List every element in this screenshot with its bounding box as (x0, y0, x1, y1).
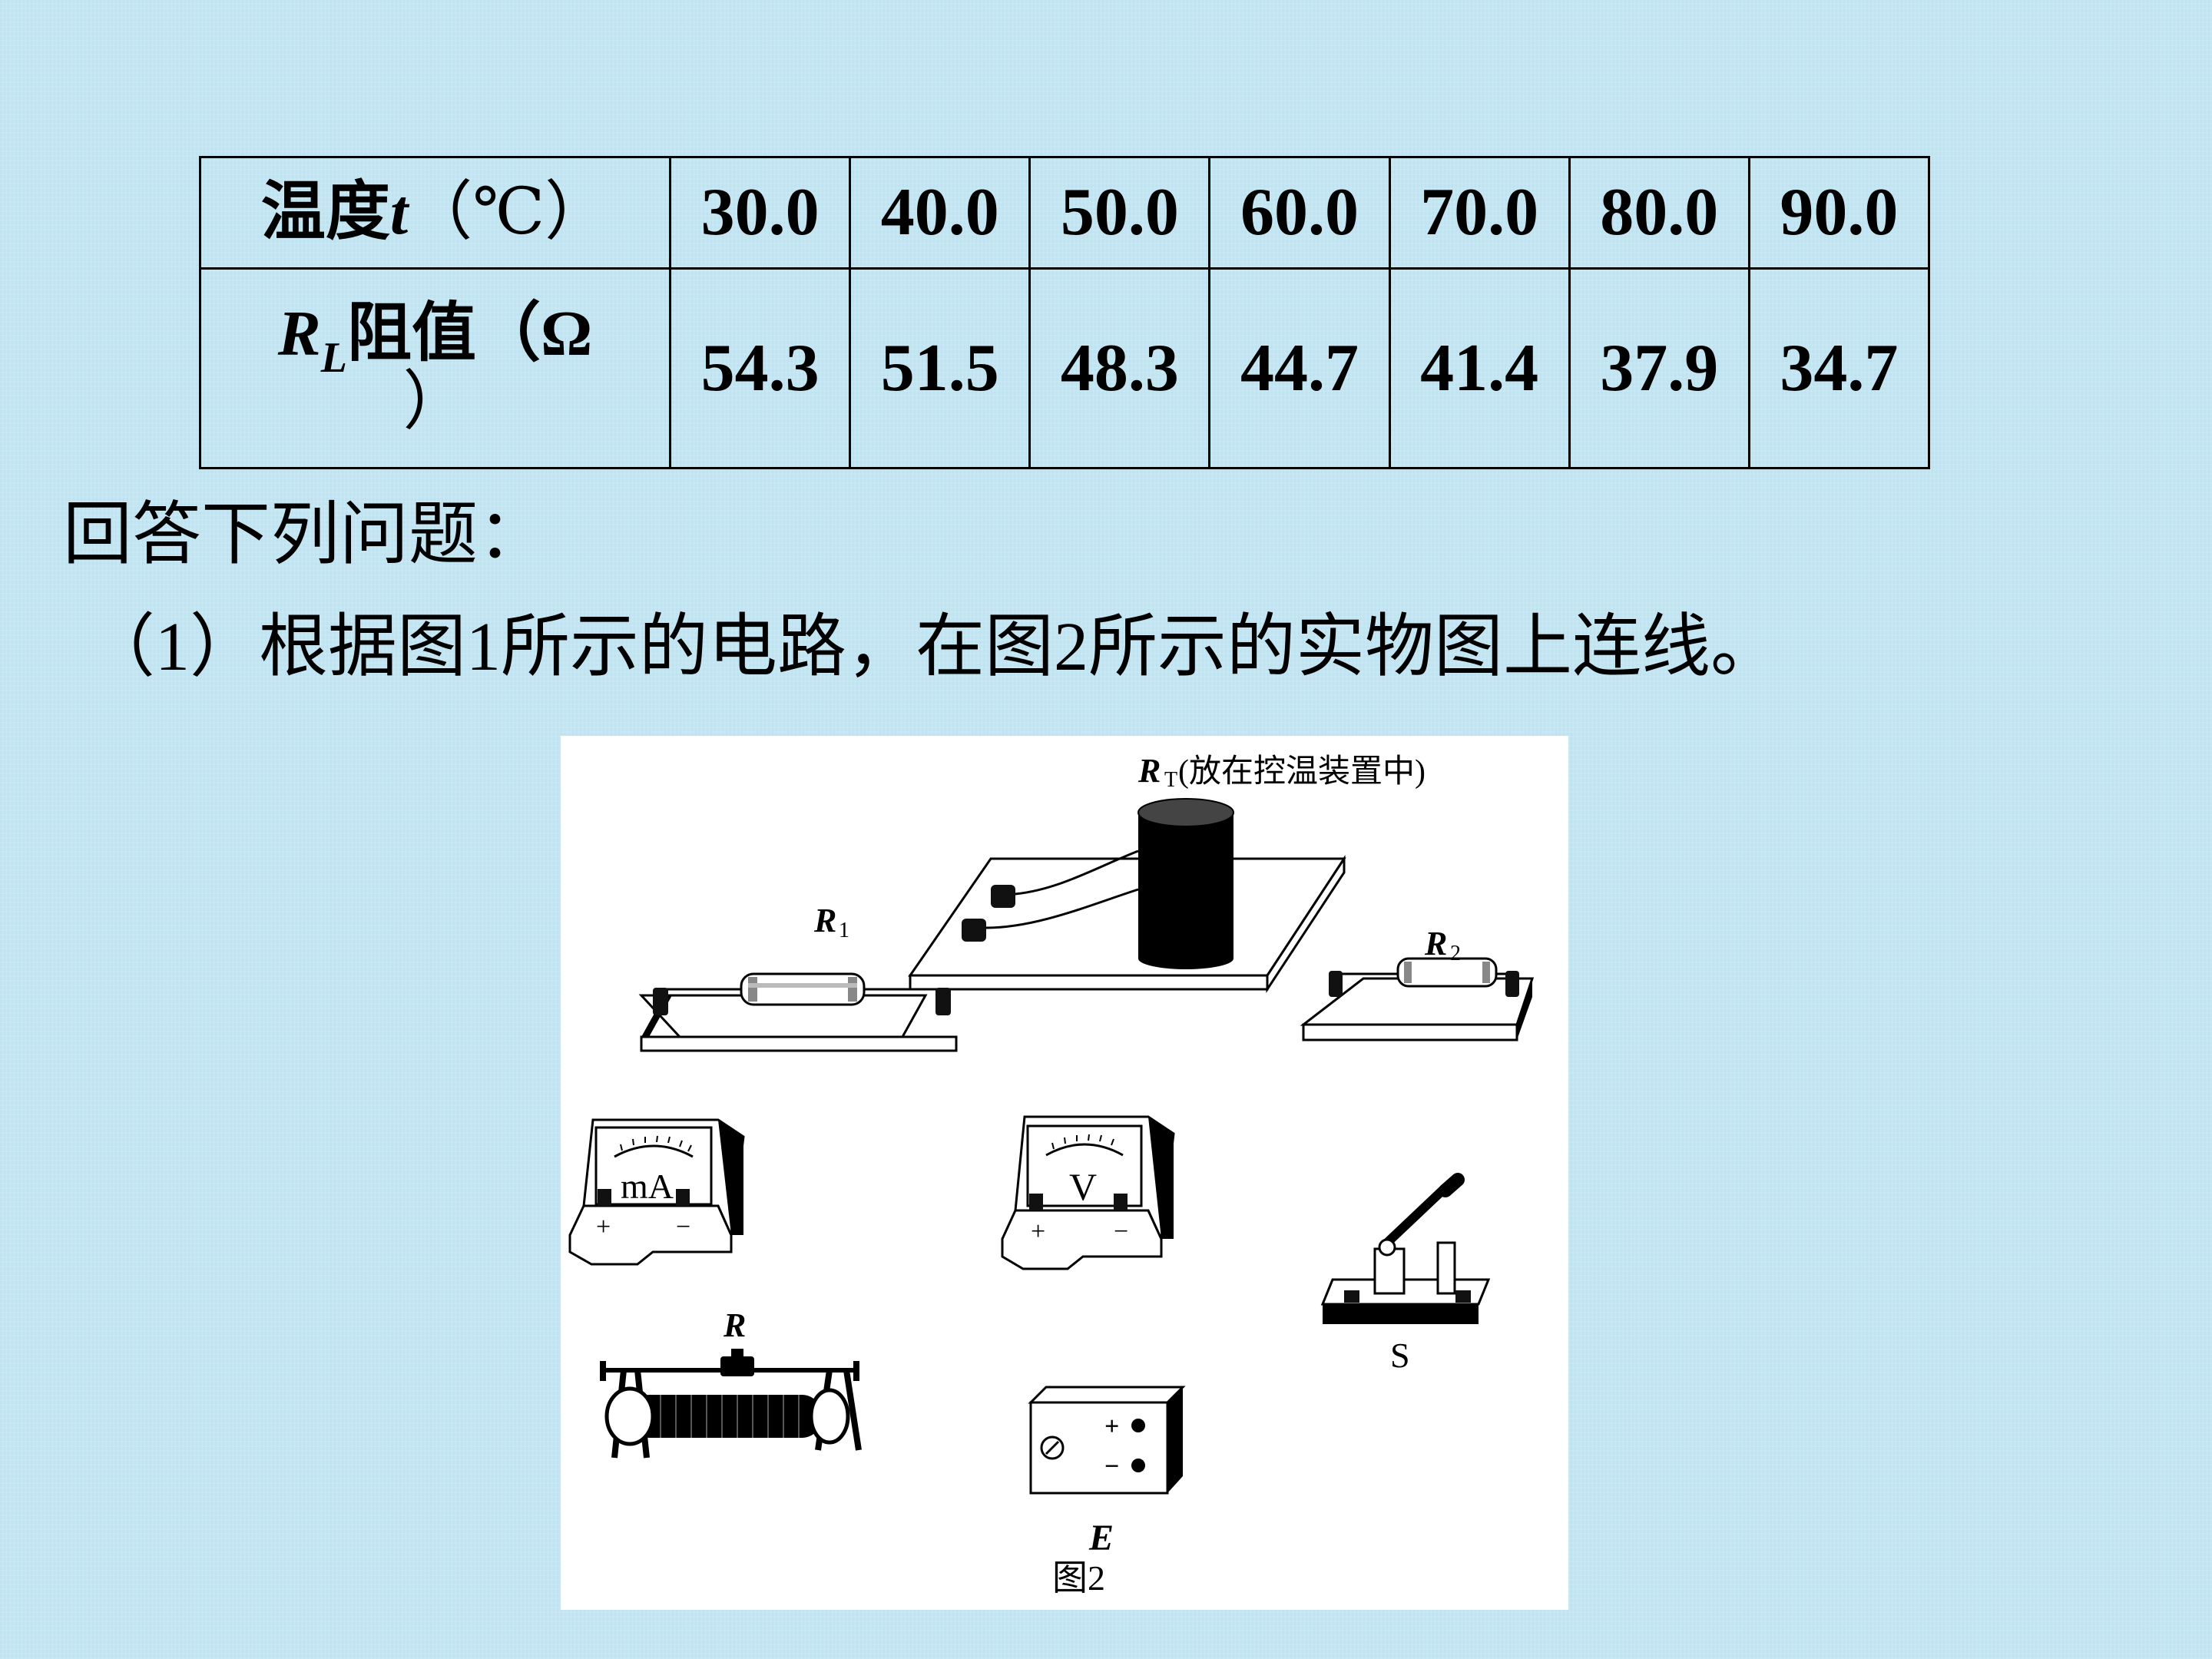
resistor-r1: R 1 (638, 902, 958, 1052)
rheostat-r: R (600, 1306, 862, 1459)
circuit-components-figure: R T (放在控温装置中) R 1 (568, 752, 1535, 1598)
r2-label: R (1424, 925, 1447, 962)
temperature-cell: 80.0 (1568, 156, 1750, 270)
data-table: 温度t（℃） 30.0 40.0 50.0 60.0 70.0 80.0 90.… (199, 156, 1931, 469)
rt-subscript: T (1164, 768, 1177, 792)
rheostat-label: R (723, 1306, 746, 1344)
r1-label: R (813, 902, 836, 939)
figure-2: R T (放在控温装置中) R 1 (561, 736, 1568, 1610)
resistor-r2: R 2 (1300, 925, 1535, 1041)
switch-label: S (1390, 1336, 1410, 1375)
r2-subscript: 2 (1450, 942, 1461, 965)
source-label: E (1088, 1518, 1114, 1558)
temperature-cell: 90.0 (1747, 156, 1931, 270)
r1-subscript: 1 (839, 919, 849, 942)
voltmeter-label: V (1069, 1165, 1097, 1208)
table-row-temperature: 温度t（℃） 30.0 40.0 50.0 60.0 70.0 80.0 90.… (199, 156, 1931, 270)
resistance-cell: 48.3 (1028, 267, 1211, 469)
source-plus: + (1104, 1412, 1119, 1441)
resistance-cell: 44.7 (1208, 267, 1391, 469)
source-minus: − (1104, 1452, 1119, 1481)
switch-s: S (1320, 1173, 1491, 1375)
temperature-cell: 70.0 (1388, 156, 1571, 270)
power-source-e: + − E (1028, 1386, 1186, 1558)
milliammeter: mA + − (568, 1118, 745, 1266)
questions-intro: 回答下列问题： (63, 497, 547, 573)
resistance-cell: 34.7 (1747, 267, 1931, 469)
resistance-cell: 51.5 (849, 267, 1031, 469)
resistance-cell: 54.3 (668, 267, 852, 469)
thermistor-rt: R T (放在控温装置中) (908, 752, 1426, 994)
rt-label: R (1137, 752, 1161, 790)
question-1: （1）根据图1所示的电路，在图2所示的实物图上连线。 (86, 609, 1780, 685)
voltmeter: V + − (1001, 1115, 1175, 1270)
resistance-cell: 41.4 (1388, 267, 1571, 469)
ammeter-label: mA (621, 1167, 674, 1206)
temperature-header-cell: 温度t（℃） (199, 156, 671, 270)
temperature-cell: 60.0 (1208, 156, 1391, 270)
temperature-cell: 40.0 (849, 156, 1031, 270)
voltmeter-plus: + (1031, 1217, 1045, 1246)
rt-note: (放在控温装置中) (1178, 754, 1426, 790)
temperature-cell: 50.0 (1028, 156, 1211, 270)
voltmeter-minus: − (1114, 1217, 1128, 1246)
resistance-cell: 37.9 (1568, 267, 1750, 469)
ammeter-plus: + (596, 1213, 611, 1241)
temperature-cell: 30.0 (668, 156, 852, 270)
figure-caption: 图2 (1052, 1558, 1105, 1598)
resistance-header-cell: RL阻值（Ω） (199, 267, 671, 469)
ammeter-minus: − (676, 1213, 690, 1241)
table-row-resistance: RL阻值（Ω） 54.3 51.5 48.3 44.7 41.4 37.9 34… (199, 267, 1931, 469)
